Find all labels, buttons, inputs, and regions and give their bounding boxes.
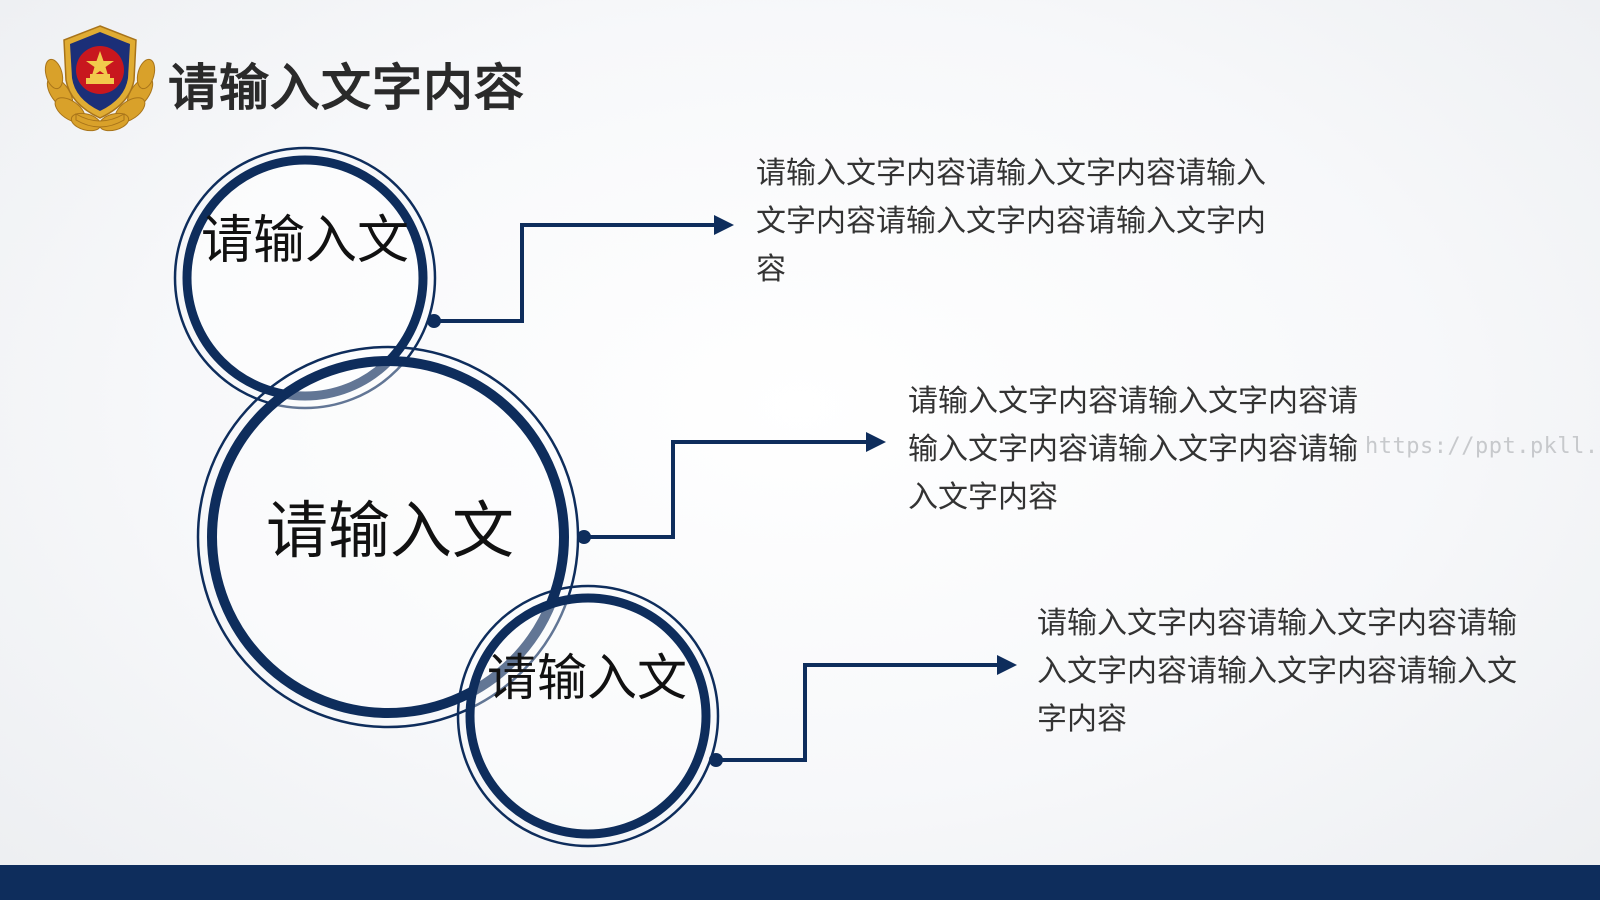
diagram-connector-3 [709, 655, 1017, 767]
diagram-connector-1 [427, 215, 734, 328]
diagram-node-1-label: 请输入文 [200, 211, 409, 271]
diagram-node-2-description: 请输入文字内容请输入文字内容请输入文字内容请输入文字内容请输入文字内容 [908, 384, 1358, 515]
police-emblem-icon [44, 25, 156, 132]
diagram-node-2-label: 请输入文 [265, 494, 514, 567]
footer-bar [0, 865, 1600, 900]
diagram-node-1-description: 请输入文字内容请输入文字内容请输入文字内容请输入文字内容请输入文字内容 [756, 156, 1266, 287]
diagram-node-3-ring [456, 584, 720, 848]
watermark-text: https://ppt.pkll.de [1365, 434, 1600, 459]
diagram-node-1-ring [173, 146, 437, 410]
diagram-node-3-label: 请输入文 [487, 649, 687, 707]
slide-title: 请输入文字内容 [168, 59, 525, 117]
diagram-connector-2 [577, 432, 886, 544]
diagram-node-3-description: 请输入文字内容请输入文字内容请输入文字内容请输入文字内容请输入文字内容 [1037, 606, 1517, 737]
